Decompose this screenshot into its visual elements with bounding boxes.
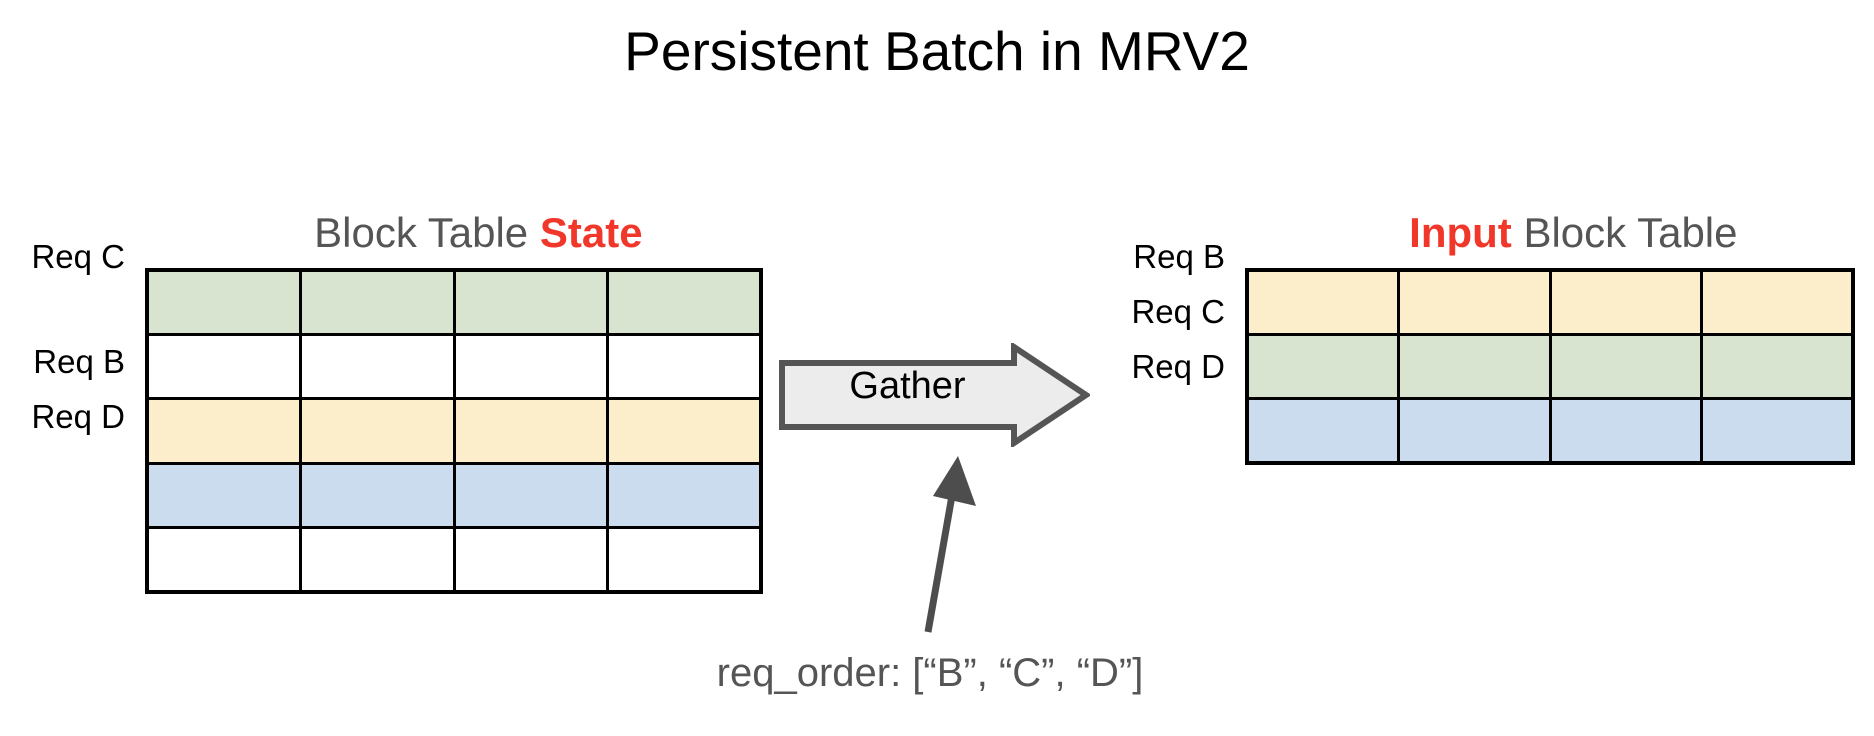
heading-right-accent: Input <box>1409 209 1512 256</box>
input-block-table-cell <box>1249 336 1398 397</box>
heading-left-prefix: Block Table <box>314 209 540 256</box>
right-row-label-req-d: Req D <box>1131 348 1225 385</box>
input-block-table-cell <box>1400 336 1549 397</box>
block-table-state-cell <box>608 272 759 334</box>
block-table-state-cell <box>455 336 606 398</box>
input-block-table-cell <box>1249 400 1398 461</box>
left-row-label-req-d: Req D <box>31 398 125 435</box>
block-table-state-cell <box>455 464 606 526</box>
page-title: Persistent Batch in MRV2 <box>624 20 1250 82</box>
right-row-label-req-c: Req C <box>1131 293 1225 330</box>
block-table-state-cell <box>302 464 453 526</box>
left-row-label-req-b: Req B <box>33 343 125 380</box>
input-block-table-cell <box>1400 272 1549 333</box>
block-table-state-cell <box>149 464 300 526</box>
req-order-caption: req_order: [“B”, “C”, “D”] <box>716 651 1144 695</box>
input-block-table-cell <box>1702 336 1851 397</box>
block-table-state-cell <box>608 336 759 398</box>
input-block-table-cell <box>1551 336 1700 397</box>
block-table-state-cell <box>149 336 300 398</box>
input-block-table-heading: Input Block Table <box>1245 155 1855 311</box>
input-block-table-cell <box>1551 272 1700 333</box>
input-block-table-cell <box>1702 400 1851 461</box>
gather-arrow-shape <box>778 343 1090 447</box>
input-block-table-cell <box>1702 272 1851 333</box>
block-table-state-cell <box>608 528 759 590</box>
block-table-state-cell <box>149 528 300 590</box>
block-table-state-cell <box>149 272 300 334</box>
input-block-table-grid <box>1245 268 1855 465</box>
block-table-state-cell <box>302 528 453 590</box>
heading-left-accent: State <box>539 209 643 256</box>
gather-label: Gather <box>849 365 966 407</box>
block-table-state-grid <box>145 268 763 594</box>
input-block-table-cell <box>1551 400 1700 461</box>
block-table-state-cell <box>149 400 300 462</box>
block-table-state-cell <box>608 464 759 526</box>
heading-right-suffix: Block Table <box>1511 209 1738 256</box>
block-table-state-cell <box>455 528 606 590</box>
block-table-state-cell <box>608 400 759 462</box>
left-row-label-req-c: Req C <box>31 238 125 275</box>
block-table-state-cell <box>302 272 453 334</box>
req-order-pointer-arrow-icon <box>900 450 1020 640</box>
block-table-state-cell <box>455 272 606 334</box>
right-row-label-req-b: Req B <box>1133 238 1225 275</box>
block-table-state-cell <box>302 400 453 462</box>
block-table-state-heading: Block Table State <box>145 155 765 311</box>
block-table-state-cell <box>455 400 606 462</box>
input-block-table-cell <box>1400 400 1549 461</box>
input-block-table-cell <box>1249 272 1398 333</box>
block-table-state-cell <box>302 336 453 398</box>
